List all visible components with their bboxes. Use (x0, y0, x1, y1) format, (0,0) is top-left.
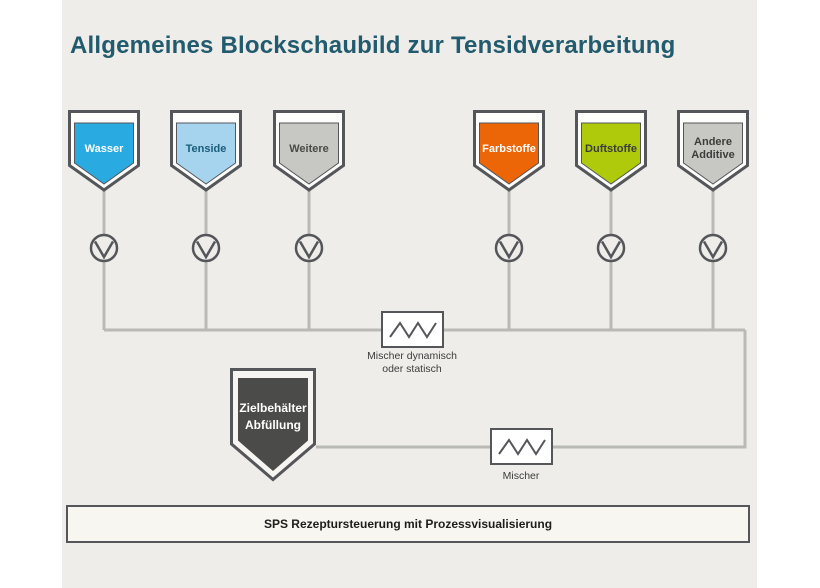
tank-label: Weitere (289, 142, 329, 155)
pump-icon (494, 233, 524, 263)
tank-fill (581, 122, 641, 185)
tank-fill (176, 122, 236, 185)
tank-tenside: Tenside (170, 110, 242, 192)
mixer-dynamic-label: Mischer dynamisch oder statisch (367, 350, 457, 376)
pump-icon (698, 233, 728, 263)
tank-duftstoffe: Duftstoffe (575, 110, 647, 192)
diagram-background (62, 0, 757, 588)
mixer-static-box (490, 428, 553, 465)
pump-icon (294, 233, 324, 263)
tank-fill (479, 122, 539, 185)
tank-fill (279, 122, 339, 185)
target-tank-zielbehaelter: Zielbehälter Abfüllung (230, 368, 316, 482)
tank-label: Tenside (185, 142, 227, 155)
mixer-dynamic-box (381, 311, 444, 348)
diagram-title: Allgemeines Blockschaubild zur Tensidver… (70, 32, 676, 59)
tank-fill (238, 378, 308, 471)
pump-icon (191, 233, 221, 263)
mixer-static-label: Mischer (502, 470, 540, 482)
mixer-icon (389, 321, 437, 339)
tank-andere-additive: Andere Additive (677, 110, 749, 192)
tank-fill (74, 122, 134, 185)
tank-label: Farbstoffe (482, 142, 536, 155)
sps-control-bar: SPS Rezeptursteuerung mit Prozessvisuali… (66, 505, 750, 543)
tank-label: Duftstoffe (585, 142, 637, 155)
pump-icon (596, 233, 626, 263)
tank-farbstoffe: Farbstoffe (473, 110, 545, 192)
target-tank-label: Zielbehälter Abfüllung (239, 401, 307, 433)
mixer-icon (498, 438, 546, 456)
tank-label: Wasser (84, 142, 124, 155)
tank-label: Andere Additive (691, 136, 735, 161)
tank-weitere: Weitere (273, 110, 345, 192)
pump-icon (89, 233, 119, 263)
tank-fill (683, 122, 743, 185)
tank-wasser: Wasser (68, 110, 140, 192)
